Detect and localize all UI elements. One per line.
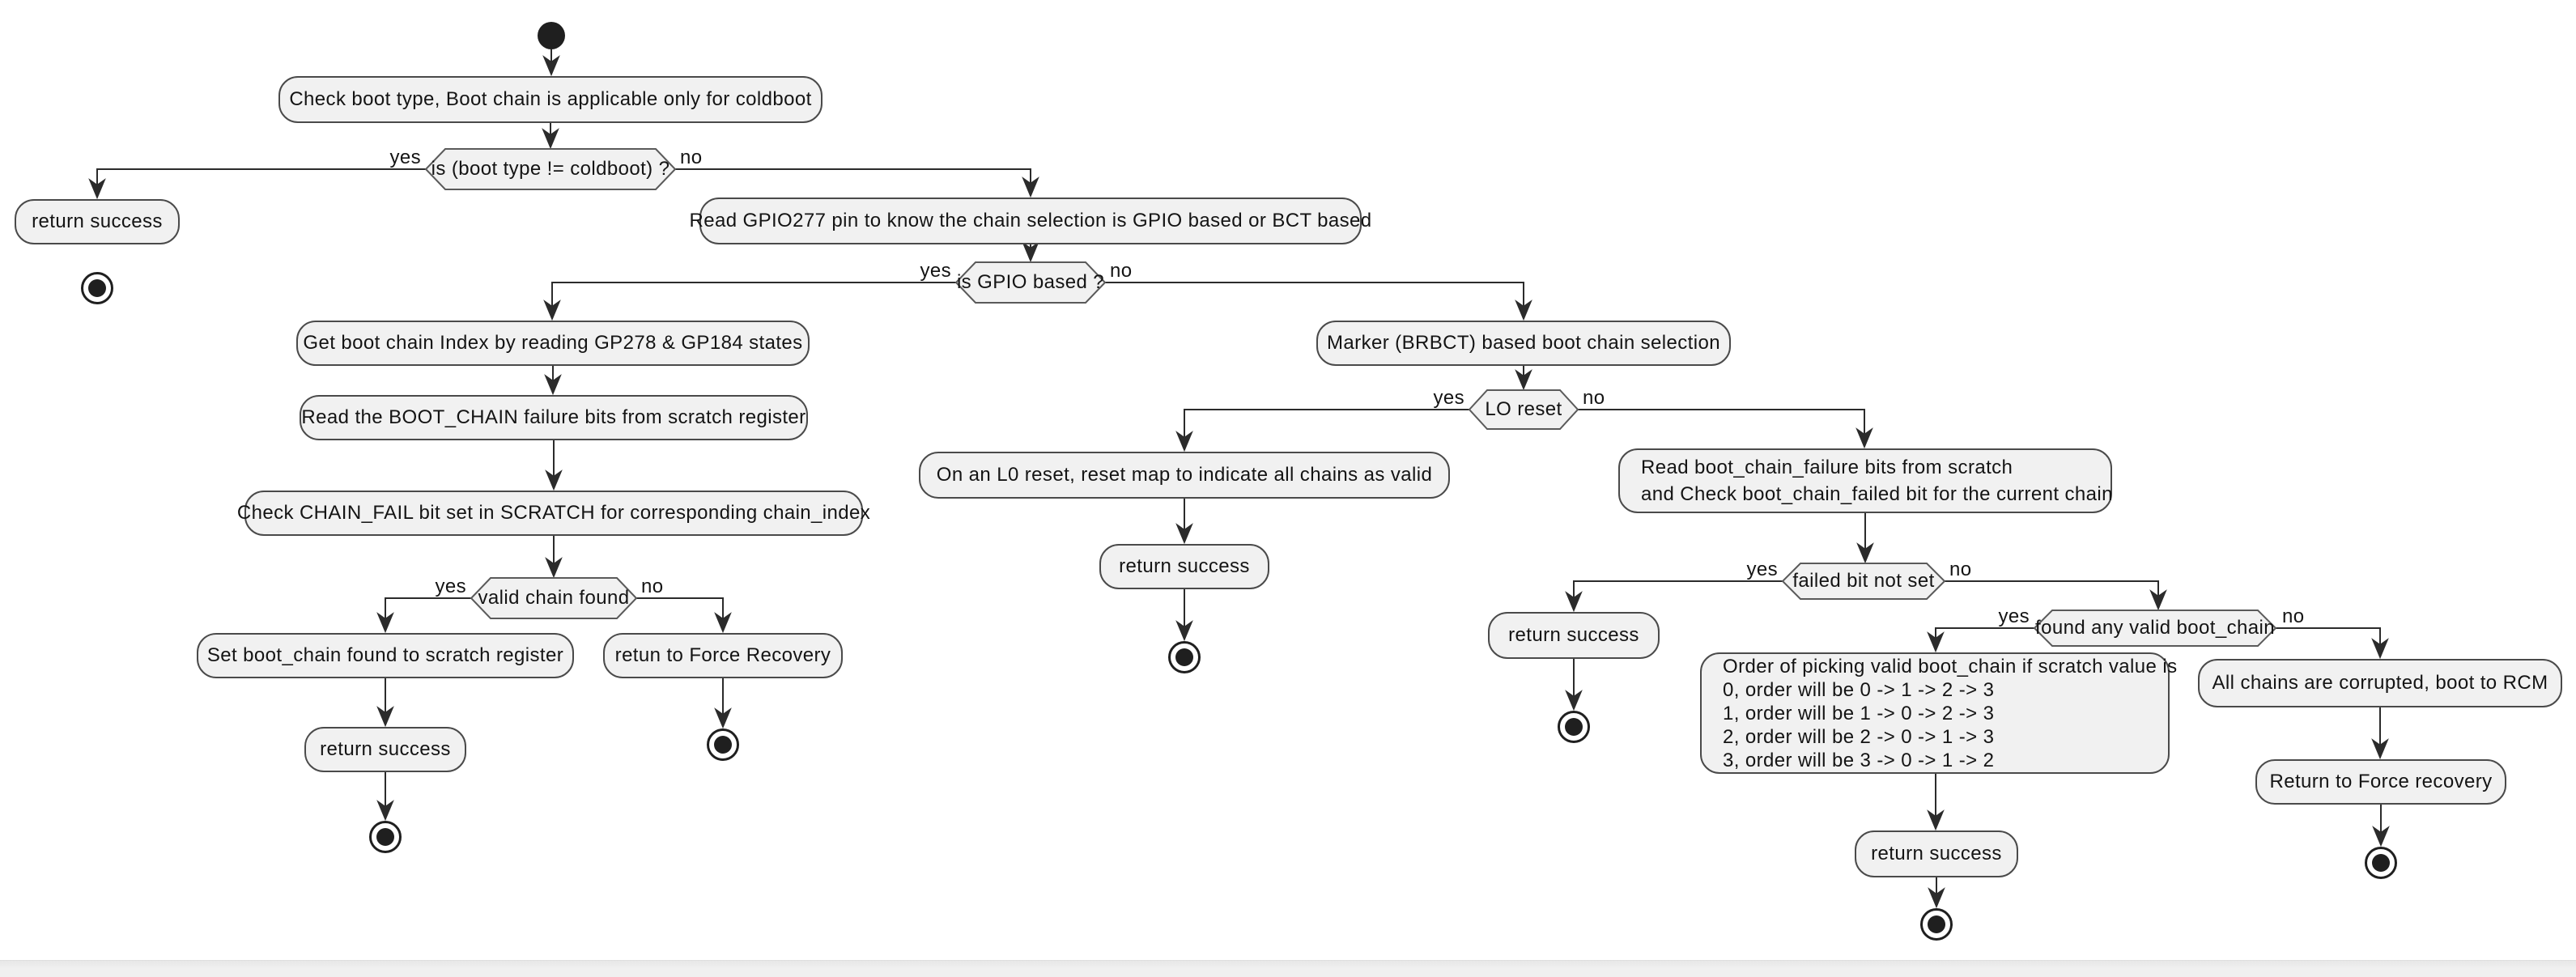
activity-read-boot-chain-bits: Read the BOOT_CHAIN failure bits from sc… <box>300 395 808 440</box>
activity-l0-reset-map: On an L0 reset, reset map to indicate al… <box>919 452 1450 499</box>
edge-cond-boot-no <box>675 168 1039 198</box>
decision-lo-reset-shape <box>1468 389 1579 430</box>
decision-lo-reset-label: LO reset <box>1485 398 1562 420</box>
end-node-dot <box>1565 718 1583 736</box>
edge-label-no-1: no <box>680 147 703 168</box>
edge-cond-gpio-no <box>1105 282 1532 321</box>
activity-return-force-recovery: Return to Force recovery <box>2255 759 2506 805</box>
activity-set-boot-chain: Set boot_chain found to scratch register <box>197 633 574 678</box>
order-line-5: 3, order will be 3 -> 0 -> 1 -> 2 <box>1723 749 1995 771</box>
decision-failed-bit-label: failed bit not set <box>1792 570 1935 592</box>
edge-validchain-yes <box>376 597 471 634</box>
edge-label-yes-4: yes <box>1433 387 1464 409</box>
edge-cond-boot-yes <box>88 168 426 200</box>
decision-boot-type-label: is (boot type != coldboot) ? <box>431 158 670 180</box>
end-node-7 <box>2365 847 2397 879</box>
order-line-3: 1, order will be 1 -> 0 -> 2 -> 3 <box>1723 702 1995 724</box>
edge-foundvalid-yes <box>1927 627 2034 653</box>
edge-validchain-no <box>636 597 732 634</box>
activity-return-success-4: return success <box>1488 612 1660 659</box>
order-line-1: Order of picking valid boot_chain if scr… <box>1723 655 2178 678</box>
decision-failed-bit-shape <box>1781 563 1946 600</box>
end-node-dot <box>2372 854 2390 872</box>
activity-check-boot-type: Check boot type, Boot chain is applicabl… <box>278 76 823 123</box>
end-node-dot <box>88 279 106 297</box>
order-line-2: 0, order will be 0 -> 1 -> 2 -> 3 <box>1723 678 1995 701</box>
edge-label-yes-1: yes <box>389 147 421 168</box>
end-node-2 <box>369 821 402 853</box>
activity-read-failure-bits-line1: Read boot_chain_failure bits from scratc… <box>1641 457 2013 478</box>
decision-valid-chain-shape <box>470 577 638 619</box>
edge-label-no-5: no <box>1949 559 1972 580</box>
end-node-4 <box>1168 641 1201 673</box>
activity-return-success-2: return success <box>304 727 466 772</box>
activity-read-gpio277: Read GPIO277 pin to know the chain selec… <box>689 198 1371 244</box>
edge-label-yes-3: yes <box>435 576 466 597</box>
end-node-dot <box>714 736 732 754</box>
end-node-5 <box>1558 711 1590 743</box>
edge-foundvalid-no <box>2276 627 2389 660</box>
edge-label-no-3: no <box>641 576 664 597</box>
edge-label-no-2: no <box>1110 260 1133 282</box>
end-node-6 <box>1920 908 1953 941</box>
edge-label-yes-6: yes <box>1998 605 2030 627</box>
edge-failedbit-no <box>1945 580 2167 611</box>
decision-gpio-based-shape <box>954 261 1107 304</box>
activity-read-failure-bits: Read boot_chain_failure bits from scratc… <box>1618 448 2113 513</box>
edge-failedbit-yes <box>1565 580 1783 613</box>
end-node-dot <box>1928 915 1945 933</box>
edge-label-no-4: no <box>1583 387 1605 409</box>
edge-label-yes-2: yes <box>920 260 951 282</box>
decision-found-valid-shape <box>2033 610 2277 647</box>
edge-loreset-no <box>1578 409 1873 449</box>
end-node-dot <box>376 828 394 846</box>
bottom-scrollbar-track[interactable] <box>0 960 2576 977</box>
activity-marker-brbct: Marker (BRBCT) based boot chain selectio… <box>1316 321 1731 366</box>
activity-retun-force-recovery: retun to Force Recovery <box>603 633 843 678</box>
decision-gpio-based-label: is GPIO based ? <box>956 271 1105 293</box>
start-node <box>538 22 565 49</box>
decision-valid-chain-label: valid chain found <box>478 587 630 609</box>
activity-return-success-3: return success <box>1099 544 1269 589</box>
decision-boot-type-shape <box>424 148 677 190</box>
activity-read-failure-bits-line2: and Check boot_chain_failed bit for the … <box>1641 483 2113 505</box>
activity-check-chain-fail: Check CHAIN_FAIL bit set in SCRATCH for … <box>237 491 870 536</box>
activity-all-chains-corrupted: All chains are corrupted, boot to RCM <box>2198 659 2562 707</box>
edge-cond-gpio-yes <box>543 282 956 321</box>
activity-get-boot-chain-index: Get boot chain Index by reading GP278 & … <box>296 321 810 366</box>
end-node-3 <box>707 729 739 761</box>
end-node-1 <box>81 272 113 304</box>
edge-loreset-yes <box>1175 409 1469 452</box>
decision-found-valid-label: found any valid boot_chain <box>2035 617 2275 639</box>
activity-order-of-picking: Order of picking valid boot_chain if scr… <box>1700 652 2177 774</box>
activity-return-success-5: return success <box>1855 830 2018 877</box>
edge-label-no-6: no <box>2282 605 2305 627</box>
activity-return-success-1: return success <box>15 199 180 244</box>
edge-label-yes-5: yes <box>1746 559 1778 580</box>
end-node-dot <box>1175 648 1193 666</box>
order-line-4: 2, order will be 2 -> 0 -> 1 -> 3 <box>1723 725 1995 748</box>
